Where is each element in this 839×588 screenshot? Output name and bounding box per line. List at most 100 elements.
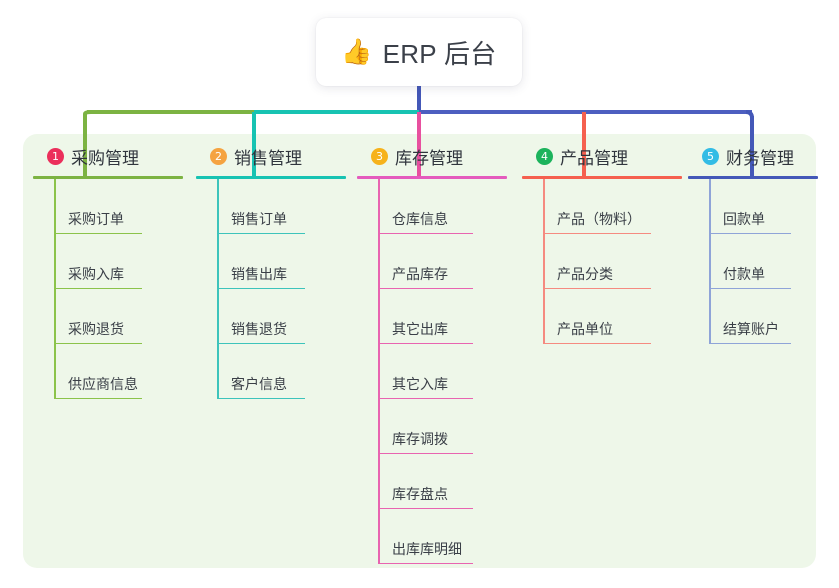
list-item-label: 产品分类 bbox=[557, 266, 613, 282]
list-item-rule bbox=[709, 342, 791, 344]
list-item-rule bbox=[378, 232, 473, 234]
column-badge-icon: 2 bbox=[210, 147, 227, 165]
list-item[interactable]: 采购入库 bbox=[54, 234, 183, 289]
list-item-label: 产品库存 bbox=[392, 266, 448, 282]
column-badge-icon: 4 bbox=[536, 147, 553, 165]
column-title: 采购管理 bbox=[71, 148, 139, 168]
list-item-rule bbox=[217, 397, 305, 399]
column-title: 库存管理 bbox=[395, 148, 463, 168]
column-badge-icon: 5 bbox=[702, 147, 719, 165]
list-item-label: 结算账户 bbox=[723, 321, 779, 337]
list-item-rule bbox=[709, 287, 791, 289]
list-item-rule bbox=[54, 232, 142, 234]
list-item[interactable]: 采购退货 bbox=[54, 289, 183, 344]
list-item-rule bbox=[378, 507, 473, 509]
drop-purchase-elbow bbox=[83, 110, 92, 118]
list-item-label: 出库库明细 bbox=[392, 541, 462, 557]
column-spine bbox=[217, 179, 219, 399]
list-item[interactable]: 产品分类 bbox=[543, 234, 682, 289]
list-item[interactable]: 付款单 bbox=[709, 234, 818, 289]
list-item[interactable]: 产品单位 bbox=[543, 289, 682, 344]
drop-finance-elbow bbox=[745, 110, 754, 119]
list-item[interactable]: 结算账户 bbox=[709, 289, 818, 344]
list-item-label: 采购订单 bbox=[68, 211, 124, 227]
list-item[interactable]: 采购订单 bbox=[54, 179, 183, 234]
column-item-list: 产品（物料） 产品分类产品单位 bbox=[522, 179, 682, 344]
column-item-list: 回款单付款单结算账户 bbox=[688, 179, 818, 344]
list-item-label: 库存调拨 bbox=[392, 431, 448, 447]
list-item-rule bbox=[217, 287, 305, 289]
list-item[interactable]: 产品（物料） bbox=[543, 179, 682, 234]
list-item-label: 销售退货 bbox=[231, 321, 287, 337]
list-item-label: 付款单 bbox=[723, 266, 765, 282]
column-title: 财务管理 bbox=[726, 148, 794, 168]
column-title: 销售管理 bbox=[234, 148, 302, 168]
list-item-label: 回款单 bbox=[723, 211, 765, 227]
column-spine bbox=[54, 179, 56, 399]
column-item-list: 销售订单销售出库销售退货客户信息 bbox=[196, 179, 346, 399]
list-item-rule bbox=[378, 452, 473, 454]
column-3: 3 库存管理仓库信息产品库存其它出库其它入库库存调拨库存盘点出库库明细 bbox=[357, 143, 507, 564]
column-title: 产品管理 bbox=[560, 148, 628, 168]
root-node-card[interactable]: 👍 ERP 后台 bbox=[316, 18, 522, 86]
list-item-label: 销售出库 bbox=[231, 266, 287, 282]
list-item[interactable]: 其它入库 bbox=[378, 344, 507, 399]
root-title: ERP 后台 bbox=[382, 38, 497, 69]
list-item-label: 其它出库 bbox=[392, 321, 448, 337]
list-item-rule bbox=[54, 287, 142, 289]
list-item-label: 仓库信息 bbox=[392, 211, 448, 227]
list-item-rule bbox=[378, 287, 473, 289]
column-header-rule bbox=[33, 176, 183, 179]
list-item-label: 供应商信息 bbox=[68, 376, 138, 392]
diagram-panel-background bbox=[23, 134, 816, 568]
thumbs-up-icon: 👍 bbox=[341, 37, 373, 66]
list-item-label: 采购入库 bbox=[68, 266, 124, 282]
column-header-1[interactable]: 1 采购管理 bbox=[33, 143, 183, 169]
column-header-rule bbox=[357, 176, 507, 179]
list-item-rule bbox=[217, 232, 305, 234]
list-item[interactable]: 库存盘点 bbox=[378, 454, 507, 509]
list-item-label: 产品（物料） bbox=[557, 211, 641, 227]
column-spine bbox=[378, 179, 380, 564]
column-4: 4 产品管理产品（物料） 产品分类产品单位 bbox=[522, 143, 682, 344]
list-item[interactable]: 其它出库 bbox=[378, 289, 507, 344]
list-item[interactable]: 销售订单 bbox=[217, 179, 346, 234]
column-header-rule bbox=[522, 176, 682, 179]
list-item[interactable]: 仓库信息 bbox=[378, 179, 507, 234]
list-item-label: 采购退货 bbox=[68, 321, 124, 337]
column-5: 5 财务管理回款单付款单结算账户 bbox=[688, 143, 818, 344]
column-item-list: 仓库信息产品库存其它出库其它入库库存调拨库存盘点出库库明细 bbox=[357, 179, 507, 564]
list-item-label: 销售订单 bbox=[231, 211, 287, 227]
list-item-rule bbox=[54, 342, 142, 344]
list-item-rule bbox=[378, 562, 473, 564]
list-item-rule bbox=[378, 342, 473, 344]
list-item-rule bbox=[543, 232, 651, 234]
list-item[interactable]: 供应商信息 bbox=[54, 344, 183, 399]
column-item-list: 采购订单采购入库采购退货供应商信息 bbox=[33, 179, 183, 399]
column-header-2[interactable]: 2 销售管理 bbox=[196, 143, 346, 169]
list-item[interactable]: 客户信息 bbox=[217, 344, 346, 399]
list-item[interactable]: 库存调拨 bbox=[378, 399, 507, 454]
list-item[interactable]: 销售出库 bbox=[217, 234, 346, 289]
list-item[interactable]: 产品库存 bbox=[378, 234, 507, 289]
column-badge-icon: 1 bbox=[47, 147, 64, 165]
column-header-5[interactable]: 5 财务管理 bbox=[688, 143, 818, 169]
list-item-rule bbox=[54, 397, 142, 399]
list-item[interactable]: 出库库明细 bbox=[378, 509, 507, 564]
column-header-rule bbox=[196, 176, 346, 179]
list-item-rule bbox=[709, 232, 791, 234]
column-badge-icon: 3 bbox=[371, 147, 388, 165]
list-item-label: 库存盘点 bbox=[392, 486, 448, 502]
list-item[interactable]: 销售退货 bbox=[217, 289, 346, 344]
list-item-label: 产品单位 bbox=[557, 321, 613, 337]
column-2: 2 销售管理销售订单销售出库销售退货客户信息 bbox=[196, 143, 346, 399]
column-header-3[interactable]: 3 库存管理 bbox=[357, 143, 507, 169]
list-item-rule bbox=[378, 397, 473, 399]
list-item-label: 其它入库 bbox=[392, 376, 448, 392]
list-item-rule bbox=[217, 342, 305, 344]
list-item[interactable]: 回款单 bbox=[709, 179, 818, 234]
column-header-4[interactable]: 4 产品管理 bbox=[522, 143, 682, 169]
list-item-rule bbox=[543, 342, 651, 344]
list-item-rule bbox=[543, 287, 651, 289]
list-item-label: 客户信息 bbox=[231, 376, 287, 392]
